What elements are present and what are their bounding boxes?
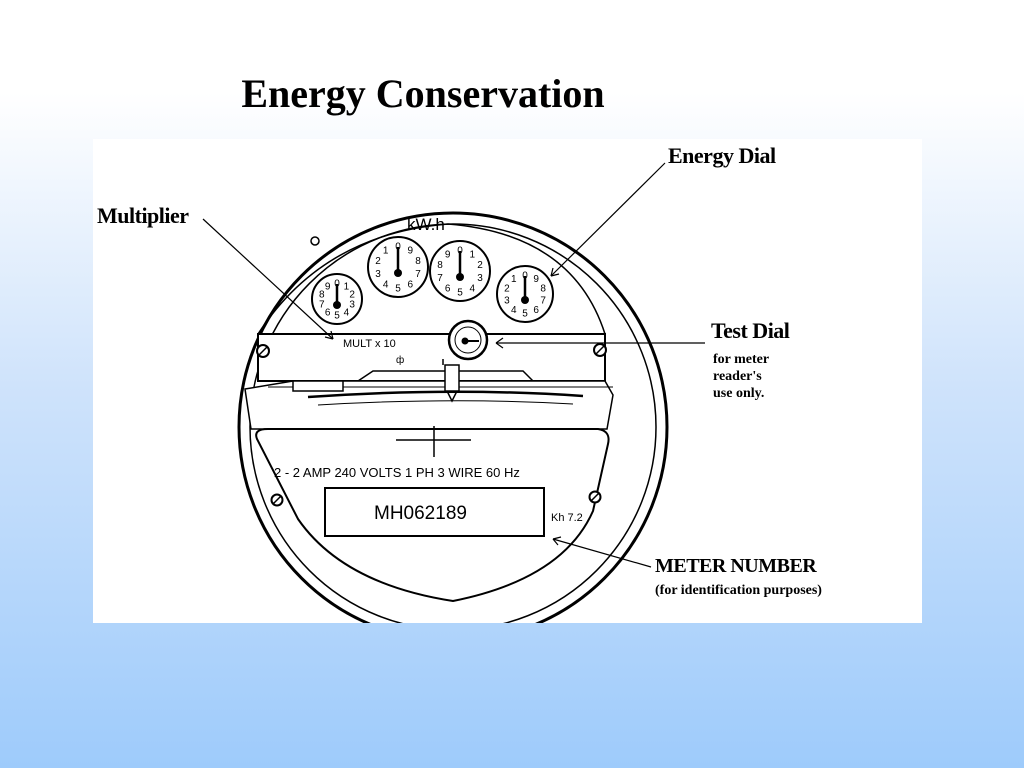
- dial-digit: 9: [325, 282, 331, 293]
- dial-digit: 2: [504, 284, 510, 295]
- energy-dial-4: 0123456789: [496, 265, 554, 323]
- dial-digit: 9: [445, 250, 451, 261]
- dial-plate-top: [257, 223, 606, 335]
- multiplier-callout: Multiplier: [97, 203, 189, 228]
- nameplate-screw-left: [270, 493, 284, 507]
- dial-digit: 3: [504, 295, 510, 306]
- energy-dial-2: 0123456789: [367, 236, 429, 298]
- multiplier-leader: [202, 218, 334, 340]
- test-dial-note-3: use only.: [713, 386, 765, 401]
- dial-digit: 6: [445, 284, 451, 295]
- dial-digit: 5: [457, 288, 463, 299]
- multiplier-mark: ф: [396, 354, 404, 366]
- dial-digit: 1: [470, 250, 476, 261]
- nameplate-crosshair: [396, 426, 471, 457]
- meter-number-note: (for identification purposes): [655, 583, 822, 598]
- dial-digit: 1: [344, 282, 350, 293]
- test-dial-note-2: reader's: [713, 369, 762, 384]
- multiplier-arrowhead: [324, 330, 334, 340]
- energy-dial-callout: Energy Dial: [668, 143, 776, 168]
- rating-label: 2 - 2 AMP 240 VOLTS 1 PH 3 WIRE 60 Hz: [274, 465, 520, 480]
- meter-outer-ring: [237, 211, 669, 623]
- dial-digit: 9: [533, 274, 539, 285]
- meter-number-box: [324, 487, 545, 537]
- dial-plate: [257, 333, 606, 382]
- dial-digit: 4: [383, 280, 389, 291]
- dial-digit: 5: [522, 309, 528, 320]
- unit-label: kW.h: [407, 215, 445, 234]
- meter-number-leader: [552, 538, 652, 568]
- dial-digit: 1: [383, 246, 389, 257]
- dial-digit: 6: [408, 280, 414, 291]
- dial-digit: 2: [477, 260, 483, 271]
- dial-digit: 8: [540, 284, 546, 295]
- plate-dot: [310, 236, 320, 246]
- nameplate-screw-right: [588, 490, 602, 504]
- leader-lines: [202, 162, 705, 568]
- energy-dial-arrowhead: [550, 267, 560, 277]
- dial-digit: 3: [375, 269, 381, 280]
- meter-number-callout: METER NUMBER: [655, 555, 817, 577]
- energy-dial-3: 0123456789: [429, 240, 491, 302]
- multiplier-label: MULT x 10: [343, 338, 396, 350]
- meter-illustration: 0123456789012345678901234567890123456789: [202, 162, 705, 623]
- dial-digit: 7: [540, 295, 546, 306]
- test-dial-arrowhead: [495, 337, 504, 349]
- meter-id: MH062189: [374, 503, 467, 524]
- slide-title: Energy Conservation: [241, 71, 605, 116]
- dial-digit: 2: [349, 290, 355, 301]
- dial-digit: 7: [319, 299, 325, 310]
- plate-screw-left: [256, 344, 270, 358]
- test-dial-callout: Test Dial: [711, 318, 790, 343]
- energy-dial-1: 0123456789: [311, 273, 363, 325]
- dial-digit: 9: [408, 246, 414, 257]
- plate-screw-right: [593, 343, 607, 357]
- meter-diagram: 0123456789012345678901234567890123456789: [93, 139, 922, 623]
- kh-label: Kh 7.2: [551, 512, 583, 524]
- dial-digit: 5: [395, 284, 401, 295]
- dial-digit: 3: [349, 299, 355, 310]
- dial-digit: 6: [325, 307, 331, 318]
- energy-dials: 0123456789012345678901234567890123456789: [311, 236, 554, 325]
- dial-digit: 5: [334, 311, 340, 322]
- dial-digit: 4: [511, 305, 517, 316]
- dial-digit: 1: [511, 274, 517, 285]
- test-dial: [447, 319, 489, 361]
- dial-digit: 4: [344, 307, 350, 318]
- dial-digit: 7: [437, 273, 443, 284]
- dial-digit: 3: [477, 273, 483, 284]
- meter-number-arrowhead: [552, 536, 562, 546]
- dial-digit: 7: [415, 269, 421, 280]
- dial-digit: 8: [415, 256, 421, 267]
- test-dial-note-1: for meter: [713, 352, 770, 367]
- dial-digit: 8: [437, 260, 443, 271]
- dial-digit: 6: [533, 305, 539, 316]
- rotor-assembly: [244, 359, 614, 430]
- energy-dial-leader: [550, 162, 666, 277]
- dial-digit: 4: [470, 284, 476, 295]
- dial-digit: 8: [319, 290, 325, 301]
- dial-digit: 2: [375, 256, 381, 267]
